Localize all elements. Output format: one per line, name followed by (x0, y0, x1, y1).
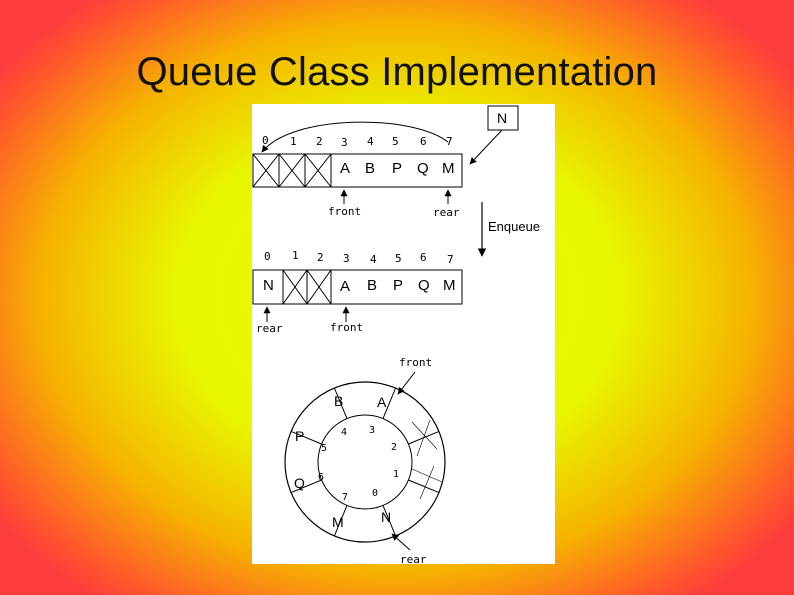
ring-slot-index: 1 (393, 469, 399, 480)
ring-slot-index: 6 (318, 472, 324, 483)
slide-title: Queue Class Implementation (136, 50, 658, 94)
top-index: 5 (392, 135, 399, 148)
queue-diagram-svg: 0 1 2 3 4 5 6 7 A B (252, 105, 540, 564)
ring-slot-index: 2 (391, 442, 397, 453)
bottom-index: 7 (447, 253, 454, 266)
incoming-arrow (469, 129, 503, 165)
bottom-cell-item: A (340, 278, 350, 295)
ring-slot-index: 3 (369, 425, 375, 436)
top-index: 1 (290, 135, 297, 148)
bottom-index: 3 (343, 252, 350, 265)
operation-label: Enqueue (488, 219, 540, 234)
ring-spokes (290, 387, 440, 537)
ring-slot-item: A (377, 394, 387, 410)
bottom-rear-label: rear (256, 322, 283, 335)
incoming-item-box (487, 105, 519, 131)
bottom-cell-item: Q (418, 277, 430, 294)
ring-outer (284, 381, 446, 543)
ring-front-pointer (397, 371, 416, 395)
bottom-cell-item: M (443, 277, 456, 294)
bottom-array-box (252, 269, 463, 305)
bottom-index: 0 (264, 250, 271, 263)
bottom-index: 2 (317, 251, 324, 264)
queue-diagram: 0 1 2 3 4 5 6 7 A B (252, 104, 555, 564)
top-cell-item: B (365, 160, 375, 177)
top-index: 3 (341, 136, 348, 149)
top-index: 0 (262, 134, 269, 147)
top-index: 4 (367, 135, 374, 148)
ring-slot-item: N (381, 509, 391, 525)
top-cell-item: P (392, 160, 402, 177)
ring-rear-label: rear (400, 553, 427, 564)
bottom-cell-item: P (393, 277, 403, 294)
ring-rear-pointer (391, 533, 411, 551)
top-front-label: front (328, 205, 361, 218)
top-array-box (252, 153, 463, 188)
ring-spoke (333, 505, 348, 537)
ring-slot-item: M (332, 514, 344, 530)
ring-spoke (290, 479, 322, 494)
ring-spoke (408, 479, 440, 494)
bottom-cell-item: B (367, 277, 377, 294)
top-cell-item: A (340, 160, 350, 177)
top-array: 0 1 2 3 4 5 6 7 A B (252, 105, 519, 219)
bottom-index: 6 (420, 251, 427, 264)
circular-queue: 4 3 2 1 0 7 6 5 B A N M Q P front (284, 356, 446, 564)
ring-slot-index: 4 (341, 427, 347, 438)
ring-spoke (382, 505, 397, 537)
ring-inner (317, 414, 413, 510)
top-cell-item: M (442, 160, 455, 177)
empty-cell-cross (252, 153, 332, 188)
incoming-item: N (497, 110, 507, 126)
ring-slot-item: P (295, 428, 304, 444)
top-index: 6 (420, 135, 427, 148)
ring-spoke (382, 387, 397, 419)
bottom-cell-item: N (263, 277, 274, 294)
wraparound-arrow (261, 121, 449, 153)
bottom-index: 4 (370, 253, 377, 266)
top-index: 7 (446, 135, 453, 148)
ring-spoke (333, 387, 348, 419)
ring-slot-item: B (334, 393, 343, 409)
ring-spoke (290, 430, 322, 445)
ring-slot-index: 5 (321, 443, 327, 454)
ring-front-label: front (399, 356, 432, 369)
ring-slot-index: 0 (372, 488, 378, 499)
bottom-array: 0 1 2 3 4 5 6 7 N A B P Q (252, 249, 463, 335)
top-rear-label: rear (433, 206, 460, 219)
bottom-index: 5 (395, 252, 402, 265)
bottom-front-label: front (330, 321, 363, 334)
empty-slot-hatch (411, 419, 443, 500)
ring-slot-index: 7 (342, 492, 348, 503)
top-index: 2 (316, 135, 323, 148)
ring-slot-item: Q (294, 475, 305, 491)
top-cell-item: Q (417, 160, 429, 177)
empty-cell-cross (282, 269, 332, 305)
bottom-index: 1 (292, 249, 299, 262)
